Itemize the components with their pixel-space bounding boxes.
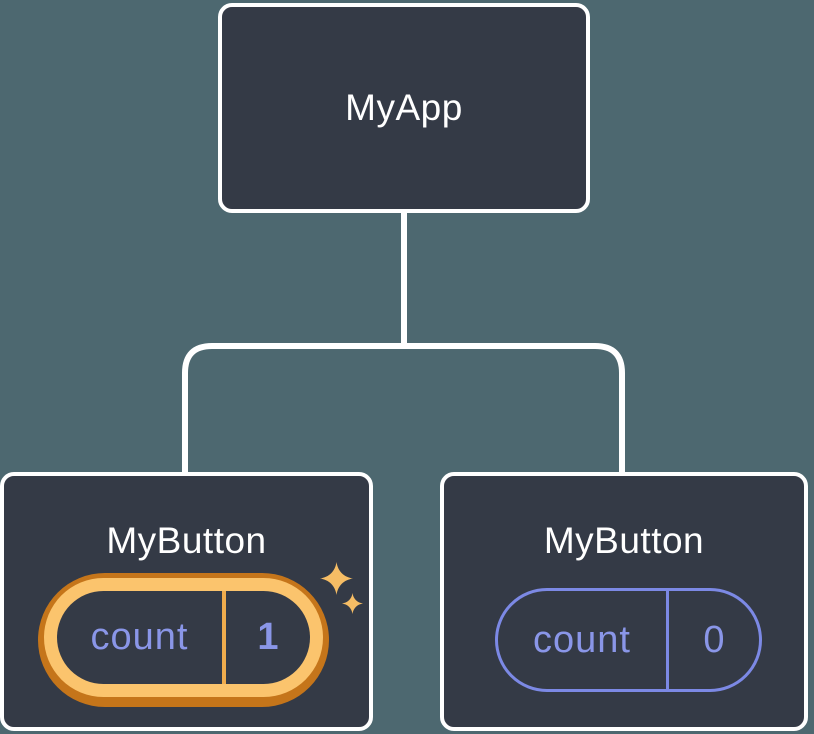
state-value: 0 (703, 618, 725, 661)
node-mybutton-inactive: MyButton count 0 (440, 472, 808, 731)
node-mybutton-active: MyButton count 1 (0, 472, 373, 731)
node-mybutton-inactive-label: MyButton (543, 520, 705, 561)
state-name-label: count (90, 616, 189, 658)
state-name-label: count (533, 618, 631, 661)
pill-divider (666, 591, 669, 689)
state-value: 1 (257, 616, 279, 658)
node-myapp-label: MyApp (345, 87, 463, 128)
node-myapp: MyApp (218, 3, 590, 213)
state-pill-core: count 1 (57, 591, 310, 684)
state-pill-highlighted: count 1 (38, 573, 329, 707)
state-pill: count 0 (495, 588, 762, 692)
connector-bracket (182, 343, 625, 474)
sparkle-icon (320, 562, 363, 614)
pill-divider (222, 591, 226, 684)
state-pill-gold-ring: count 1 (44, 578, 323, 697)
node-mybutton-active-label: MyButton (106, 520, 267, 561)
